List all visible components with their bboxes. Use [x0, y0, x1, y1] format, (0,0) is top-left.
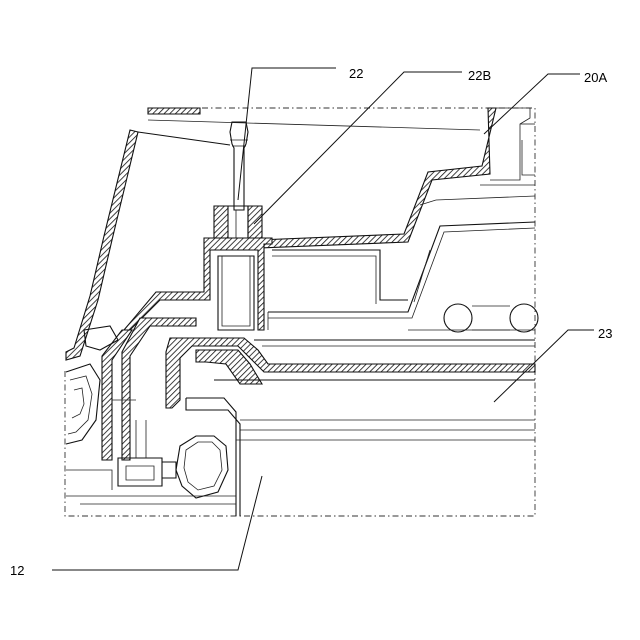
lid-23 — [166, 338, 535, 516]
leader-12 — [52, 476, 262, 570]
label-12: 12 — [10, 563, 24, 578]
label-23: 23 — [598, 326, 612, 341]
leader-22 — [238, 68, 336, 200]
inner-channel — [268, 196, 535, 330]
label-20A: 20A — [584, 70, 607, 85]
pin-holder — [124, 238, 272, 330]
roller-balls — [408, 304, 538, 332]
leader-20A — [484, 74, 580, 134]
leader-22B — [254, 72, 462, 224]
label-22: 22 — [349, 66, 363, 81]
label-22B: 22B — [468, 68, 491, 83]
top-plate — [148, 108, 480, 130]
